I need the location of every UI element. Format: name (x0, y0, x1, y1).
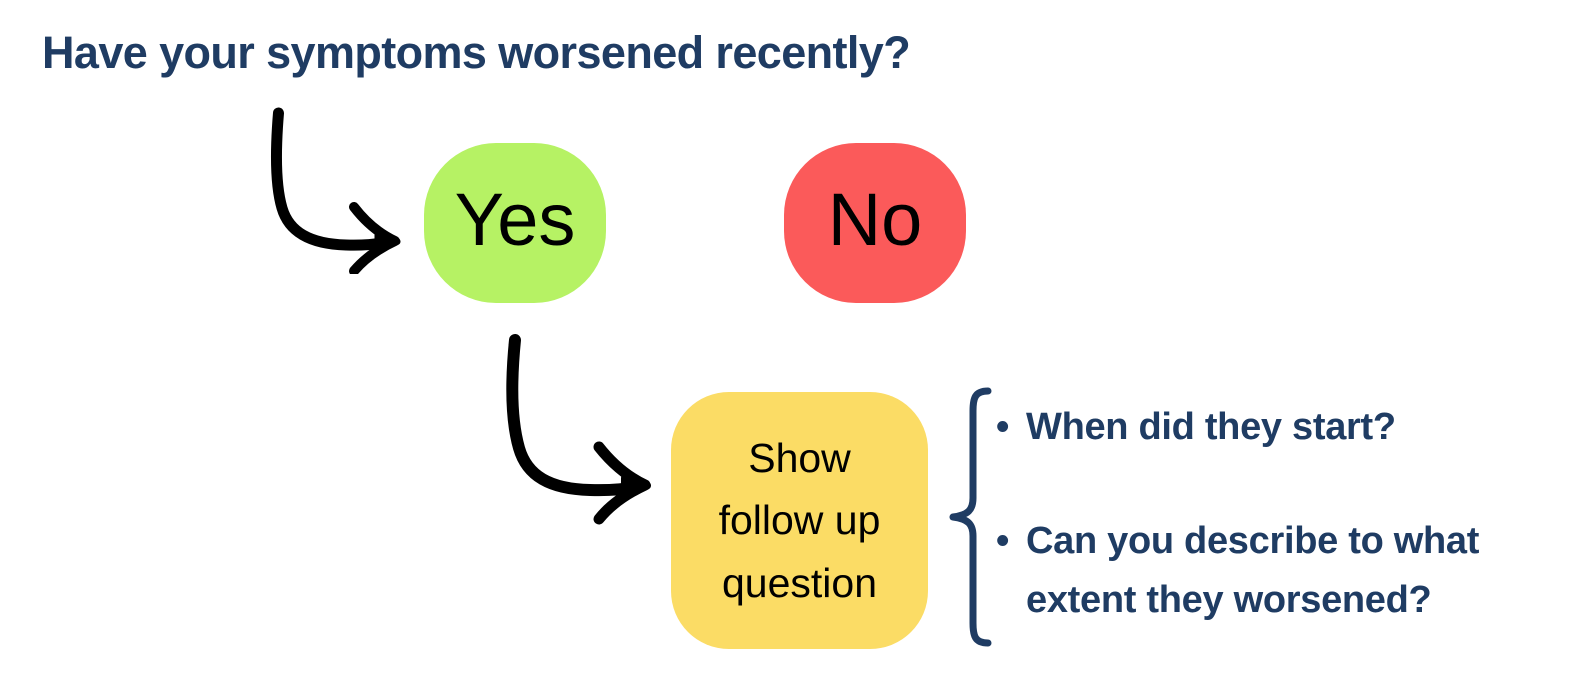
bullet-dot-icon: • (996, 519, 1010, 562)
page-title: Have your symptoms worsened recently? (42, 27, 911, 78)
bullet-text: Can you describe to what extent they wor… (1026, 519, 1480, 621)
followup-line-1: Show (748, 435, 851, 482)
curly-brace-icon (949, 387, 992, 647)
option-chip-yes[interactable]: Yes (424, 143, 606, 303)
bullet-text: When did they start? (1026, 406, 1396, 448)
followup-line-3: question (721, 559, 877, 606)
list-item: • Can you describe to what extent they w… (996, 512, 1556, 630)
followup-question-box[interactable]: Show follow up question (671, 392, 928, 649)
followup-bullet-list: • When did they start? • Can you describ… (996, 392, 1556, 630)
curved-arrow-icon-to-followup (506, 334, 651, 525)
curved-arrow-icon-to-yes (270, 107, 401, 274)
followup-line-2: follow up (718, 497, 881, 544)
option-chip-yes-label: Yes (454, 178, 576, 261)
list-item: • When did they start? (996, 398, 1556, 457)
option-chip-no[interactable]: No (784, 143, 966, 303)
bullet-dot-icon: • (996, 406, 1010, 448)
option-chip-no-label: No (827, 178, 923, 261)
